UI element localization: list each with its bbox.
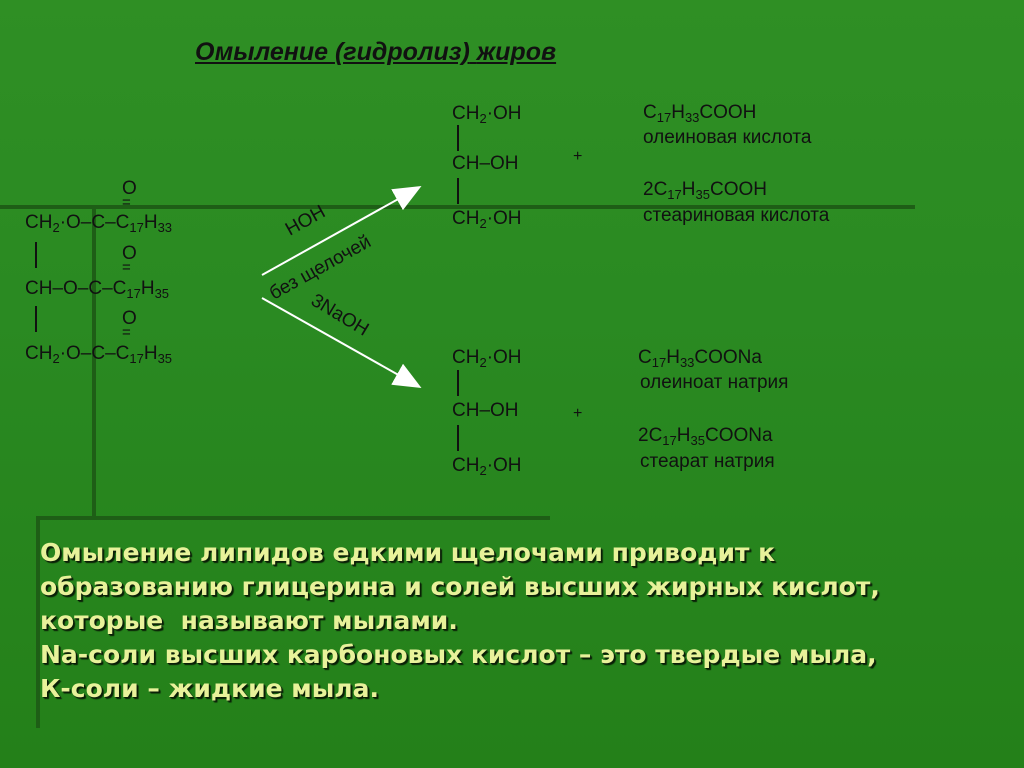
double-bond-3: = bbox=[122, 324, 131, 341]
glycerol-top-2: CH2·OH bbox=[452, 347, 522, 370]
plus-sign-1: + bbox=[573, 148, 583, 165]
stearic-acid-formula: 2C17H35COOH bbox=[643, 179, 767, 202]
summary-line-2: образованию глицерина и солей высших жир… bbox=[40, 572, 880, 601]
glycerol-top-1: CH2·OH bbox=[452, 103, 522, 126]
summary-line-5: К-соли – жидкие мыла. bbox=[40, 674, 379, 703]
stearate-name: стеарат натрия bbox=[640, 451, 775, 472]
glycerol-bot-1: CH2·OH bbox=[452, 208, 522, 231]
summary-line-3: которые называют мылами. bbox=[40, 606, 458, 635]
decor-line-left bbox=[92, 205, 96, 520]
decor-line-box-left bbox=[36, 516, 40, 728]
triglyceride-row-2: CH–O–C–C17H35 bbox=[25, 278, 170, 301]
carbonyl-o-2: O bbox=[122, 243, 137, 264]
summary-line-4: Na-соли высших карбоновых кислот – это т… bbox=[40, 640, 877, 669]
glycerol-bot-2: CH2·OH bbox=[452, 455, 522, 478]
glycerol-bond-2b bbox=[457, 425, 459, 451]
oleate-name: олеиноат натрия bbox=[640, 372, 789, 393]
summary-text: Омыление липидов едкими щелочами приводи… bbox=[40, 536, 1000, 706]
carbonyl-o-1: O bbox=[122, 178, 137, 199]
summary-line-1: Омыление липидов едкими щелочами приводи… bbox=[40, 538, 776, 567]
glycerol-bond-1b bbox=[457, 178, 459, 204]
slide-title: Омыление (гидролиз) жиров bbox=[195, 38, 557, 66]
carbonyl-o-3: O bbox=[122, 308, 137, 329]
oleate-formula: C17H33COONa bbox=[638, 347, 762, 370]
decor-line-mid bbox=[40, 516, 550, 520]
oleic-acid-formula: C17H33COOH bbox=[643, 102, 757, 125]
arrow-hydrolysis bbox=[261, 186, 422, 276]
glycerol-bond-2a bbox=[457, 370, 459, 396]
decor-line-top bbox=[0, 205, 915, 209]
glycerol-mid-1: CH–OH bbox=[452, 153, 519, 174]
double-bond-1: = bbox=[122, 194, 131, 211]
stearic-acid-name: стеариновая кислота bbox=[643, 205, 830, 226]
bond-line-1 bbox=[35, 242, 37, 268]
arrow-saponification bbox=[261, 297, 422, 388]
triglyceride-row-3: CH2·O–C–C17H35 bbox=[25, 343, 173, 366]
glycerol-bond-1a bbox=[457, 125, 459, 151]
triglyceride-row-1: CH2·O–C–C17H33 bbox=[25, 212, 173, 235]
glycerol-mid-2: CH–OH bbox=[452, 400, 519, 421]
plus-sign-2: + bbox=[573, 405, 583, 422]
double-bond-2: = bbox=[122, 259, 131, 276]
oleic-acid-name: олеиновая кислота bbox=[643, 127, 812, 148]
bond-line-2 bbox=[35, 306, 37, 332]
stearate-formula: 2C17H35COONa bbox=[638, 425, 773, 448]
